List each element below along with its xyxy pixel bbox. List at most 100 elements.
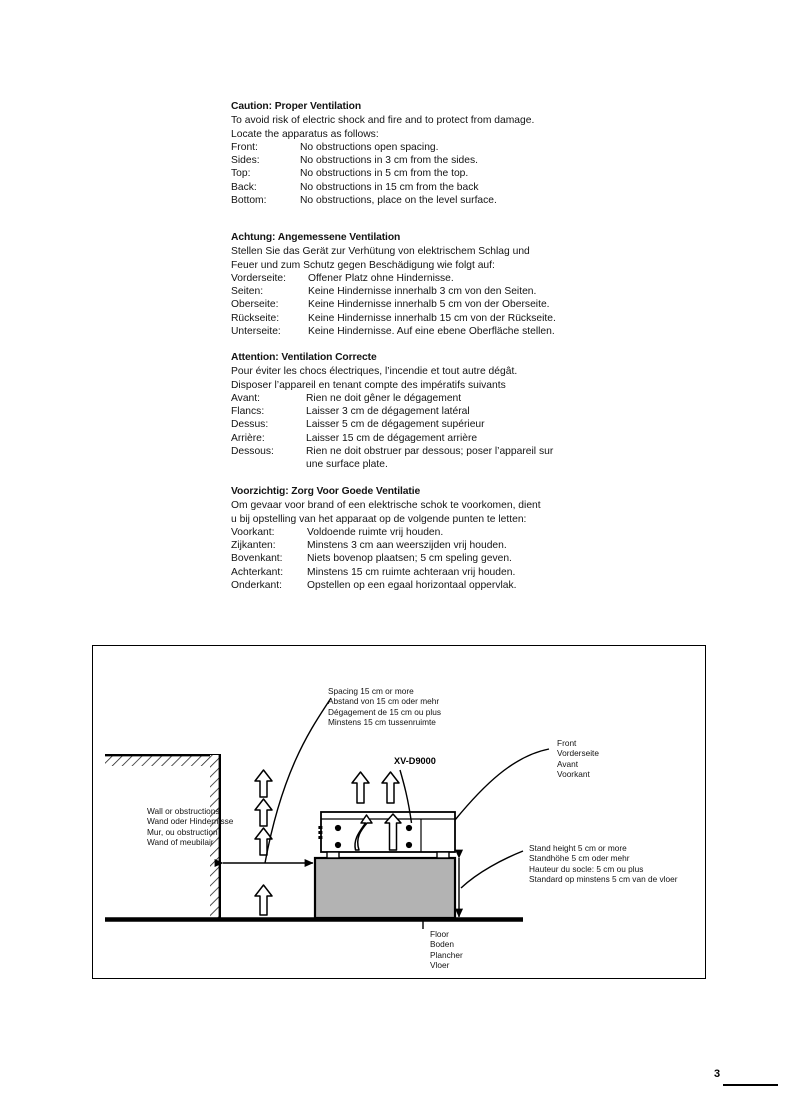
- spacing-label-fr: Dégagement de 15 cm ou plus: [328, 706, 442, 717]
- spec-value: Keine Hindernisse innerhalb 15 cm von de…: [308, 312, 556, 324]
- spec-row: Top: No obstructions in 5 cm from the top…: [231, 167, 534, 180]
- wall-label-nl: Wand of meubilair: [147, 837, 214, 848]
- stand-block: [313, 856, 457, 920]
- stand-height-label-nl: Standard op minstens 5 cm van de vloer: [529, 874, 678, 885]
- spec-key: Top:: [231, 168, 251, 180]
- spec-value: Niets bovenop plaatsen; 5 cm speling gev…: [307, 553, 512, 565]
- section-title-english: Caution: Proper Ventilation: [231, 101, 362, 112]
- device-foot: [326, 851, 340, 859]
- spec-row: Flancs: Laisser 3 cm de dégagement latéra…: [231, 405, 553, 418]
- spec-row: Front: No obstructions open spacing.: [231, 141, 534, 154]
- wall-shape: [105, 753, 222, 920]
- ventilation-diagram: Spacing 15 cm or more Abstand von 15 cm …: [92, 645, 706, 979]
- spec-row: Sides: No obstructions in 3 cm from the s…: [231, 154, 534, 167]
- spec-key: Dessous:: [231, 446, 274, 458]
- section-intro-line: Pour éviter les chocs électriques, l’inc…: [231, 366, 518, 378]
- spec-key: Voorkant:: [231, 526, 275, 538]
- airflow-arrow-top-row: [351, 771, 400, 804]
- section-title-german: Achtung: Angemessene Ventilation: [231, 232, 401, 243]
- section-intro-line: Locate the apparatus as follows:: [231, 128, 379, 140]
- spec-value: Laisser 5 cm de dégagement supérieur: [306, 419, 485, 431]
- section-intro-line: Om gevaar voor brand of een elektrische …: [231, 500, 541, 512]
- airflow-arrow-up: [254, 798, 273, 827]
- spec-row: Avant: Rien ne doit gêner le dégagement: [231, 392, 553, 405]
- ventilation-diagram-svg: [105, 697, 550, 929]
- spec-value: Minstens 3 cm aan weerszijden vrij houde…: [307, 540, 507, 552]
- spec-key: Dessus:: [231, 419, 269, 431]
- spec-value: Rien ne doit gêner le dégagement: [306, 392, 462, 404]
- spec-row: Oberseite: Keine Hindernisse innerhalb 5 …: [231, 298, 556, 311]
- floor-label-fr: Plancher: [430, 949, 463, 960]
- spec-value: Keine Hindernisse innerhalb 3 cm von den…: [308, 286, 537, 298]
- wall-label-fr: Mur, ou obstruction: [147, 826, 218, 837]
- device-vent-dot: [405, 824, 413, 832]
- stand-height-label-de: Standhöhe 5 cm oder mehr: [529, 853, 630, 864]
- airflow-arrow-up: [254, 884, 273, 916]
- stand-height-label: Stand height 5 cm or more Standhöhe 5 cm…: [529, 843, 678, 885]
- page-number-rule: [723, 1084, 778, 1086]
- leader-line-model: [399, 769, 413, 824]
- spec-key: Flancs:: [231, 406, 265, 418]
- airflow-arrow-internal-curved: [354, 814, 373, 851]
- spec-key: Front:: [231, 141, 258, 153]
- spec-row: Vorderseite:Offener Platz ohne Hindernis…: [231, 272, 556, 285]
- front-label-de: Vorderseite: [557, 748, 599, 759]
- spec-row: Voorkant: Voldoende ruimte vrij houden.: [231, 526, 541, 539]
- spec-key: Avant:: [231, 392, 261, 404]
- spec-row: Bovenkant: Niets bovenop plaatsen; 5 cm s…: [231, 552, 541, 565]
- stand-height-label-fr: Hauteur du socle: 5 cm ou plus: [529, 863, 644, 874]
- spec-value: No obstructions, place on the level surf…: [300, 195, 497, 207]
- spec-key: Bovenkant:: [231, 553, 283, 565]
- spec-row: Onderkant:Opstellen op een egaal horizon…: [231, 579, 541, 592]
- spec-key: Unterseite:: [231, 326, 281, 338]
- spec-value: Offener Platz ohne Hindernisse.: [308, 272, 454, 284]
- section-title-french: Attention: Ventilation Correcte: [231, 352, 377, 363]
- front-label-fr: Avant: [557, 758, 579, 769]
- spec-row: Achterkant:Minstens 15 cm ruimte achtera…: [231, 566, 541, 579]
- device-unit: [318, 811, 456, 859]
- spec-key: Bottom:: [231, 195, 267, 207]
- section-english: Caution: Proper Ventilation To avoid ris…: [231, 100, 534, 207]
- spec-row: Arrière:Laisser 15 cm de dégagement arri…: [231, 432, 553, 445]
- section-german: Achtung: Angemessene Ventilation Stellen…: [231, 231, 556, 338]
- spec-row: Back:No obstructions in 15 cm from the b…: [231, 181, 534, 194]
- floor-label-de: Boden: [430, 939, 454, 950]
- spec-value: No obstructions in 5 cm from the top.: [300, 168, 469, 180]
- floor-label: Floor Boden Plancher Vloer: [430, 929, 463, 971]
- device-foot: [436, 851, 450, 859]
- page-number: 3: [714, 1068, 721, 1080]
- stand-height-label-en: Stand height 5 cm or more: [529, 843, 627, 853]
- device-vent-dot: [405, 841, 413, 849]
- spec-row: Rückseite:Keine Hindernisse innerhalb 15…: [231, 312, 556, 325]
- front-label-en: Front: [557, 738, 577, 748]
- spec-key: Achterkant:: [231, 566, 284, 578]
- section-dutch: Voorzichtig: Zorg Voor Goede Ventilatie …: [231, 485, 541, 592]
- spec-value: Laisser 3 cm de dégagement latéral: [306, 406, 470, 418]
- section-french: Attention: Ventilation Correcte Pour évi…: [231, 351, 553, 472]
- spacing-label-en: Spacing 15 cm or more: [328, 686, 414, 696]
- spec-row: Bottom: No obstructions, place on the lev…: [231, 194, 534, 207]
- spec-key: Sides:: [231, 155, 260, 167]
- airflow-arrow-up: [381, 771, 400, 804]
- spec-value: Opstellen op een egaal horizontaal opper…: [307, 580, 517, 592]
- section-intro-line: Stellen Sie das Gerät zur Verhütung von …: [231, 246, 530, 258]
- spec-value: Rien ne doit obstruer par dessous; poser…: [306, 446, 554, 458]
- spacing-label: Spacing 15 cm or more Abstand von 15 cm …: [328, 686, 441, 728]
- spec-value: Keine Hindernisse. Auf eine ebene Oberfl…: [308, 326, 555, 338]
- spec-value: Keine Hindernisse innerhalb 5 cm von der…: [308, 299, 550, 311]
- airflow-arrow-gap-column: [254, 769, 273, 916]
- airflow-arrow-up: [254, 769, 273, 798]
- spec-value: Voldoende ruimte vrij houden.: [307, 526, 444, 538]
- spec-value: No obstructions in 15 cm from the back: [300, 181, 479, 193]
- spec-value: No obstructions in 3 cm from the sides.: [300, 155, 478, 167]
- spec-row: Seiten: Keine Hindernisse innerhalb 3 cm …: [231, 285, 556, 298]
- spec-key: Seiten:: [231, 286, 264, 298]
- section-intro-line: Disposer l’appareil en tenant compte des…: [231, 379, 506, 391]
- airflow-arrow-internal-straight: [384, 813, 402, 851]
- spec-key: Oberseite:: [231, 299, 279, 311]
- device-vent-dot: [334, 841, 342, 849]
- spec-row: Zijkanten:Minstens 3 cm aan weerszijden …: [231, 539, 541, 552]
- front-label: Front Vorderseite Avant Voorkant: [557, 738, 599, 780]
- spec-value: No obstructions open spacing.: [300, 141, 439, 153]
- floor-label-en: Floor: [430, 929, 449, 939]
